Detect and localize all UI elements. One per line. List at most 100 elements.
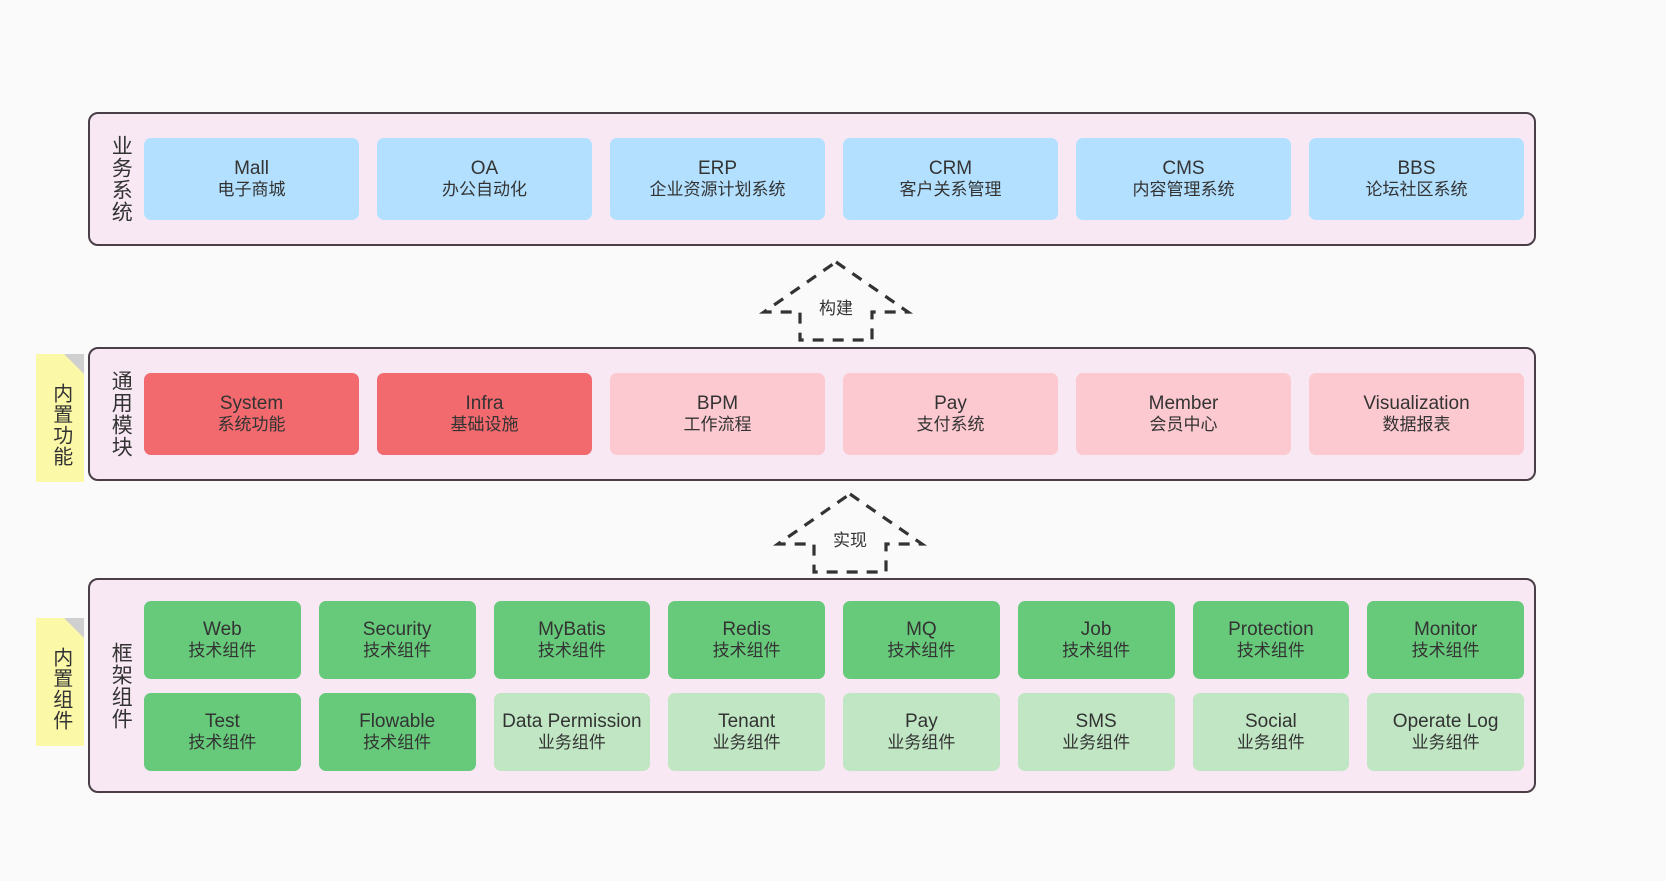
layer-business-systems: 业务系统 Mall 电子商城 OA 办公自动化 ERP 企业资源计划系统 CRM… bbox=[88, 112, 1536, 246]
layer-body-business: Mall 电子商城 OA 办公自动化 ERP 企业资源计划系统 CRM 客户关系… bbox=[140, 124, 1524, 234]
node-data-permission[interactable]: Data Permission 业务组件 bbox=[493, 692, 651, 771]
node-title: Security bbox=[362, 618, 432, 640]
node-subtitle: 论坛社区系统 bbox=[1365, 180, 1468, 200]
node-pay-component[interactable]: Pay 业务组件 bbox=[843, 692, 1000, 771]
node-subtitle: 企业资源计划系统 bbox=[649, 180, 786, 200]
node-subtitle: 技术组件 bbox=[1411, 640, 1480, 660]
node-title: Member bbox=[1148, 393, 1219, 415]
arrow-build-label: 构建 bbox=[819, 299, 853, 318]
node-subtitle: 技术组件 bbox=[363, 732, 432, 752]
node-security[interactable]: Security 技术组件 bbox=[318, 600, 476, 679]
node-mybatis[interactable]: MyBatis 技术组件 bbox=[493, 600, 651, 679]
note-text: 内置功能 bbox=[49, 383, 72, 467]
node-title: CMS bbox=[1162, 158, 1205, 180]
node-bpm[interactable]: BPM 工作流程 bbox=[610, 373, 825, 455]
node-test[interactable]: Test 技术组件 bbox=[144, 692, 301, 771]
arrow-build: 构建 bbox=[756, 258, 916, 344]
node-title: Protection bbox=[1228, 618, 1314, 640]
node-mq[interactable]: MQ 技术组件 bbox=[843, 600, 1000, 679]
sticky-note-builtin-component: 内置组件 bbox=[36, 618, 84, 746]
layer-body-modules: System 系统功能 Infra 基础设施 BPM 工作流程 Pay 支付系统… bbox=[140, 359, 1524, 469]
node-social[interactable]: Social 业务组件 bbox=[1192, 692, 1350, 771]
node-subtitle: 会员中心 bbox=[1149, 415, 1218, 435]
node-title: BPM bbox=[696, 393, 739, 415]
node-pay-module[interactable]: Pay 支付系统 bbox=[843, 373, 1058, 455]
node-title: Job bbox=[1080, 618, 1112, 640]
node-title: Infra bbox=[465, 393, 504, 415]
node-title: BBS bbox=[1397, 158, 1436, 180]
node-member[interactable]: Member 会员中心 bbox=[1076, 373, 1291, 455]
node-redis[interactable]: Redis 技术组件 bbox=[668, 600, 825, 679]
node-title: Data Permission bbox=[502, 710, 642, 732]
node-title: Pay bbox=[934, 393, 967, 415]
node-subtitle: 技术组件 bbox=[363, 640, 432, 660]
node-title: Social bbox=[1245, 710, 1297, 732]
node-protection[interactable]: Protection 技术组件 bbox=[1192, 600, 1350, 679]
node-subtitle: 基础设施 bbox=[450, 415, 519, 435]
layer-label-framework: 框架组件 bbox=[109, 641, 133, 730]
node-subtitle: 办公自动化 bbox=[442, 180, 527, 200]
sticky-note-builtin-function: 内置功能 bbox=[36, 354, 84, 482]
node-title: Flowable bbox=[359, 710, 436, 732]
node-title: Pay bbox=[905, 710, 938, 732]
node-subtitle: 业务组件 bbox=[887, 732, 956, 752]
arrow-implement-label: 实现 bbox=[833, 531, 867, 550]
node-subtitle: 业务组件 bbox=[537, 732, 606, 752]
node-web[interactable]: Web 技术组件 bbox=[144, 600, 301, 679]
node-subtitle: 技术组件 bbox=[188, 732, 257, 752]
node-title: System bbox=[219, 393, 284, 415]
node-mall[interactable]: Mall 电子商城 bbox=[144, 138, 359, 220]
node-subtitle: 技术组件 bbox=[1236, 640, 1305, 660]
arrow-implement: 实现 bbox=[770, 490, 930, 576]
node-title: Visualization bbox=[1363, 393, 1470, 415]
node-subtitle: 业务组件 bbox=[1411, 732, 1480, 752]
node-infra[interactable]: Infra 基础设施 bbox=[377, 373, 592, 455]
node-subtitle: 数据报表 bbox=[1382, 415, 1451, 435]
node-title: Mall bbox=[234, 158, 269, 180]
node-subtitle: 技术组件 bbox=[712, 640, 781, 660]
node-erp[interactable]: ERP 企业资源计划系统 bbox=[610, 138, 825, 220]
node-title: Test bbox=[204, 710, 240, 732]
node-title: Tenant bbox=[718, 710, 776, 732]
layer-common-modules: 通用模块 System 系统功能 Infra 基础设施 BPM 工作流程 Pay… bbox=[88, 347, 1536, 481]
framework-row-business: Test 技术组件 Flowable 技术组件 Data Permission … bbox=[144, 692, 1524, 771]
node-system[interactable]: System 系统功能 bbox=[144, 373, 359, 455]
node-title: Monitor bbox=[1413, 618, 1478, 640]
layer-label-modules: 通用模块 bbox=[109, 370, 133, 458]
layer-label-business: 业务系统 bbox=[109, 135, 133, 223]
node-subtitle: 技术组件 bbox=[887, 640, 956, 660]
node-subtitle: 技术组件 bbox=[1062, 640, 1131, 660]
node-subtitle: 支付系统 bbox=[916, 415, 985, 435]
layer-body-framework: Web 技术组件 Security 技术组件 MyBatis 技术组件 Redi… bbox=[140, 590, 1524, 781]
node-crm[interactable]: CRM 客户关系管理 bbox=[843, 138, 1058, 220]
business-row: Mall 电子商城 OA 办公自动化 ERP 企业资源计划系统 CRM 客户关系… bbox=[144, 138, 1524, 220]
node-title: Redis bbox=[722, 618, 771, 640]
node-title: Web bbox=[203, 618, 242, 640]
node-operate-log[interactable]: Operate Log 业务组件 bbox=[1367, 692, 1524, 771]
node-job[interactable]: Job 技术组件 bbox=[1017, 600, 1175, 679]
node-monitor[interactable]: Monitor 技术组件 bbox=[1367, 600, 1524, 679]
node-cms[interactable]: CMS 内容管理系统 bbox=[1076, 138, 1291, 220]
node-visualization[interactable]: Visualization 数据报表 bbox=[1309, 373, 1524, 455]
framework-row-technical: Web 技术组件 Security 技术组件 MyBatis 技术组件 Redi… bbox=[144, 600, 1524, 679]
node-title: Operate Log bbox=[1392, 710, 1499, 732]
modules-row: System 系统功能 Infra 基础设施 BPM 工作流程 Pay 支付系统… bbox=[144, 373, 1524, 455]
node-title: OA bbox=[470, 158, 499, 180]
node-title: MQ bbox=[906, 618, 937, 640]
node-sms[interactable]: SMS 业务组件 bbox=[1017, 692, 1175, 771]
node-subtitle: 工作流程 bbox=[683, 415, 752, 435]
node-title: SMS bbox=[1075, 710, 1117, 732]
node-oa[interactable]: OA 办公自动化 bbox=[377, 138, 592, 220]
node-flowable[interactable]: Flowable 技术组件 bbox=[318, 692, 476, 771]
node-tenant[interactable]: Tenant 业务组件 bbox=[668, 692, 825, 771]
node-title: MyBatis bbox=[538, 618, 606, 640]
node-subtitle: 技术组件 bbox=[188, 640, 257, 660]
node-bbs[interactable]: BBS 论坛社区系统 bbox=[1309, 138, 1524, 220]
node-subtitle: 内容管理系统 bbox=[1132, 180, 1235, 200]
node-subtitle: 系统功能 bbox=[217, 415, 286, 435]
node-title: CRM bbox=[928, 158, 973, 180]
node-title: ERP bbox=[697, 158, 738, 180]
layer-framework-components: 框架组件 Web 技术组件 Security 技术组件 MyBatis 技术组件… bbox=[88, 578, 1536, 793]
node-subtitle: 业务组件 bbox=[1236, 732, 1305, 752]
